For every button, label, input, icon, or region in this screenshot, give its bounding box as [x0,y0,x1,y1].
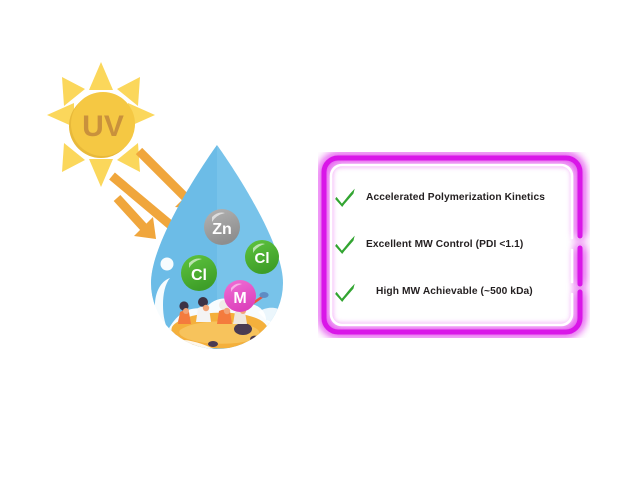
zinc-sphere: Zn [204,209,240,245]
check-mark-icon [335,188,355,208]
chloride-sphere-2: Cl [245,240,279,274]
benefit-list: Accelerated Polymerization Kinetics Exce… [334,170,582,322]
panel-neon-frame [318,152,590,338]
svg-text:Cl: Cl [191,267,207,284]
droplet-highlight [155,257,174,333]
list-item: Excellent MW Control (PDI <1.1) [334,230,582,260]
benefits-callout-box: Accelerated Polymerization Kinetics Exce… [318,152,590,338]
sun-disc [71,92,135,156]
svg-text:Zn: Zn [212,221,232,238]
check-mark-icon [335,236,355,255]
panel-border-outer [321,155,583,335]
svg-text:M: M [233,290,246,307]
sun-rays [47,62,155,187]
sun-uv-label: UV [82,110,124,143]
benefit-label: Accelerated Polymerization Kinetics [366,191,546,203]
chloride-sphere-1: Cl [181,255,217,291]
uv-droplet-illustration: UV [47,62,283,349]
list-item: Accelerated Polymerization Kinetics [334,183,582,213]
molecule-spheres: Zn Cl Cl [181,209,279,312]
check-mark-icon [335,283,355,302]
panel-border-inner [329,163,574,327]
uv-sun-icon: UV [47,62,155,187]
monomer-sphere: M [224,280,256,312]
list-item: High MW Achievable (~500 kDa) [334,277,582,307]
benefit-label: Excellent MW Control (PDI <1.1) [366,238,524,250]
uv-arrow-3 [113,194,156,239]
paddlers [178,297,247,324]
svg-text:Cl: Cl [255,250,270,267]
benefit-label: High MW Achievable (~500 kDa) [376,286,533,298]
